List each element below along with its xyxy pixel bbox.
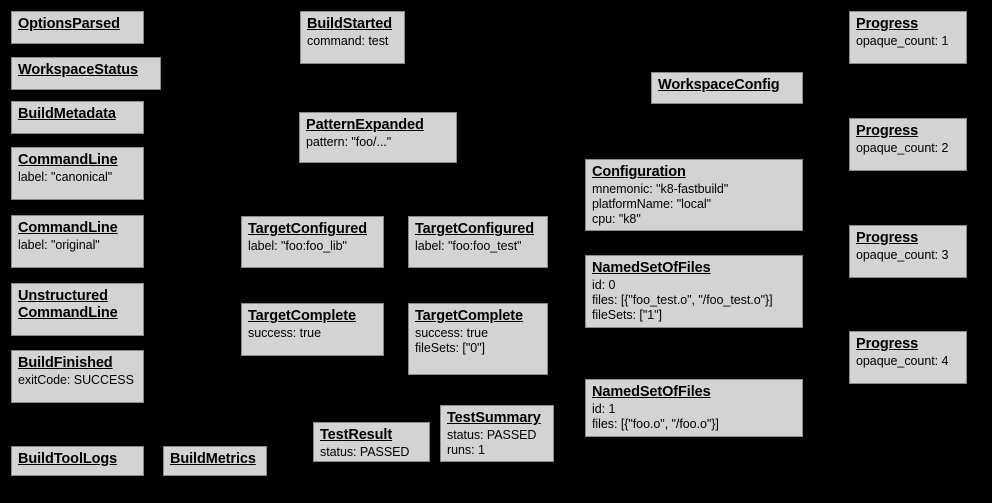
event-node-field: opaque_count: 1 [856, 34, 949, 49]
event-node-title: NamedSetOfFiles [592, 384, 711, 400]
event-node-field: files: [{"foo.o", "/foo.o"}] [592, 416, 719, 431]
event-node-title: Progress [856, 230, 919, 246]
event-node-title: BuildMetadata [18, 106, 116, 122]
event-node-title: BuildFinished [18, 355, 113, 371]
event-node-title: TestResult [320, 427, 393, 443]
event-node-field: runs: 1 [447, 442, 485, 457]
event-node-field: fileSets: ["0"] [415, 340, 485, 355]
event-node-fields: label: "foo:foo_test" [415, 239, 541, 254]
event-node-title: Progress [856, 336, 919, 352]
event-node-progress-1[interactable]: Progress opaque_count: 1 [849, 11, 967, 64]
event-node-fields: exitCode: SUCCESS [18, 373, 137, 388]
event-node-options-parsed[interactable]: OptionsParsed [11, 11, 144, 44]
event-node-field: status: PASSED [320, 445, 410, 460]
event-node-title: PatternExpanded [306, 117, 424, 133]
event-node-build-started[interactable]: BuildStarted command: test [300, 11, 405, 64]
event-node-field: exitCode: SUCCESS [18, 373, 134, 388]
event-node-title: TargetComplete [415, 308, 523, 324]
event-node-workspace-status[interactable]: WorkspaceStatus [11, 57, 161, 90]
event-node-fields: success: true [248, 326, 377, 341]
event-node-field: files: [{"foo_test.o", "/foo_test.o"}] [592, 292, 773, 307]
event-node-fields: command: test [307, 34, 398, 49]
event-node-field: opaque_count: 3 [856, 248, 949, 263]
event-node-test-result[interactable]: TestResult status: PASSED [313, 422, 430, 462]
event-node-field: fileSets: ["1"] [592, 307, 662, 322]
event-node-title: TestSummary [447, 410, 541, 426]
event-node-build-tool-logs[interactable]: BuildToolLogs [11, 446, 144, 476]
event-node-title: WorkspaceConfig [658, 77, 780, 93]
event-node-title: TargetConfigured [248, 221, 367, 237]
event-node-fields: label: "original" [18, 238, 137, 253]
event-node-build-metrics[interactable]: BuildMetrics [163, 446, 267, 476]
event-node-build-metadata[interactable]: BuildMetadata [11, 101, 144, 134]
event-node-configuration[interactable]: Configuration mnemonic: "k8-fastbuild"pla… [585, 159, 803, 231]
event-node-command-line-canonical[interactable]: CommandLine label: "canonical" [11, 147, 144, 200]
event-node-progress-3[interactable]: Progress opaque_count: 3 [849, 225, 967, 278]
event-node-title: Configuration [592, 164, 686, 180]
event-node-field: id: 0 [592, 278, 616, 293]
event-node-title: NamedSetOfFiles [592, 260, 711, 276]
event-node-target-complete-foo-lib[interactable]: TargetComplete success: true [241, 303, 384, 356]
event-node-field: label: "original" [18, 238, 100, 253]
event-node-pattern-expanded[interactable]: PatternExpanded pattern: "foo/..." [299, 112, 457, 163]
event-node-title: Progress [856, 16, 919, 32]
event-node-field: success: true [248, 326, 321, 341]
event-node-title: TargetComplete [248, 308, 356, 324]
event-node-title: BuildMetrics [170, 451, 256, 467]
event-node-progress-4[interactable]: Progress opaque_count: 4 [849, 331, 967, 384]
event-node-title: OptionsParsed [18, 16, 120, 32]
event-node-field: id: 1 [592, 402, 616, 417]
event-node-field: cpu: "k8" [592, 211, 641, 226]
event-node-fields: opaque_count: 1 [856, 34, 960, 49]
event-node-fields: opaque_count: 4 [856, 354, 960, 369]
event-node-field: opaque_count: 2 [856, 141, 949, 156]
event-node-title: TargetConfigured [415, 221, 534, 237]
event-node-target-configured-foo-lib[interactable]: TargetConfigured label: "foo:foo_lib" [241, 216, 384, 268]
event-node-fields: opaque_count: 3 [856, 248, 960, 263]
event-node-target-configured-foo-test[interactable]: TargetConfigured label: "foo:foo_test" [408, 216, 548, 268]
event-node-title: BuildStarted [307, 16, 393, 32]
event-node-title: Unstructured CommandLine [18, 288, 118, 322]
event-node-field: success: true [415, 326, 488, 341]
event-node-field: mnemonic: "k8-fastbuild" [592, 182, 729, 197]
event-node-field: pattern: "foo/..." [306, 135, 392, 150]
event-node-field: label: "canonical" [18, 170, 113, 185]
event-node-fields: opaque_count: 2 [856, 141, 960, 156]
event-node-fields: mnemonic: "k8-fastbuild"platformName: "l… [592, 182, 796, 226]
event-node-title: WorkspaceStatus [18, 62, 138, 78]
event-node-field: command: test [307, 34, 389, 49]
event-node-title: CommandLine [18, 220, 118, 236]
event-node-field: label: "foo:foo_test" [415, 239, 522, 254]
event-node-title: BuildToolLogs [18, 451, 118, 467]
event-node-unstructured-command-line[interactable]: Unstructured CommandLine [11, 283, 144, 336]
event-node-field: label: "foo:foo_lib" [248, 239, 347, 254]
event-node-command-line-original[interactable]: CommandLine label: "original" [11, 215, 144, 268]
event-node-workspace-config[interactable]: WorkspaceConfig [651, 72, 803, 104]
event-node-title: CommandLine [18, 152, 118, 168]
event-node-field: status: PASSED [447, 428, 537, 443]
event-node-field: opaque_count: 4 [856, 354, 949, 369]
event-node-title: Progress [856, 123, 919, 139]
event-node-fields: label: "canonical" [18, 170, 137, 185]
event-node-fields: pattern: "foo/..." [306, 135, 450, 150]
event-node-field: platformName: "local" [592, 196, 711, 211]
event-node-fields: status: PASSED [320, 445, 423, 460]
event-node-build-finished[interactable]: BuildFinished exitCode: SUCCESS [11, 350, 144, 403]
event-node-fields: label: "foo:foo_lib" [248, 239, 377, 254]
event-node-progress-2[interactable]: Progress opaque_count: 2 [849, 118, 967, 171]
